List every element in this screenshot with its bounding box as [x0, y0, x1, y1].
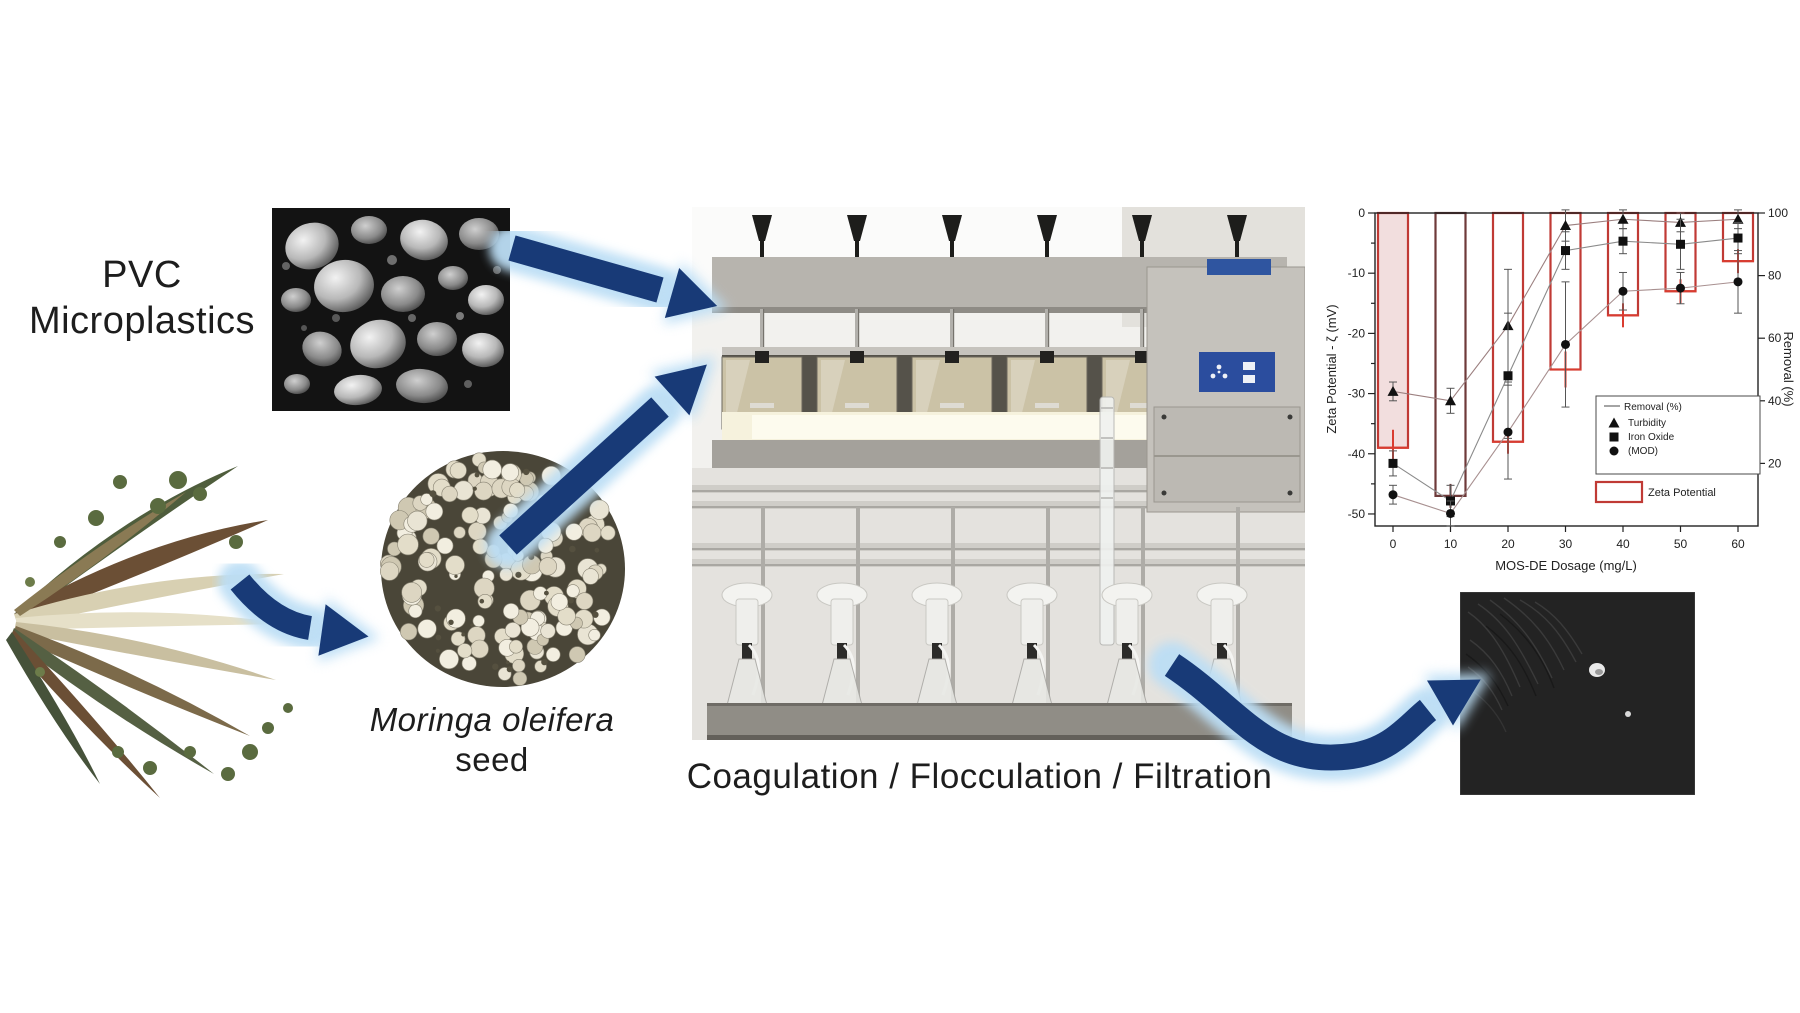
control-panel: [1199, 352, 1275, 392]
moringa-pods-image: [6, 466, 293, 798]
svg-text:-10: -10: [1348, 266, 1366, 280]
pvc-label-line1: PVC: [102, 254, 182, 296]
chart-canvas: 0 -10 -20 -30 -40 -50 100 80 60 40 20 0 10 20 30 40 50 60…: [1324, 206, 1796, 573]
jar-test-photo: [692, 207, 1305, 740]
svg-text:Iron Oxide: Iron Oxide: [1628, 432, 1675, 443]
retained-particles: [1589, 663, 1631, 717]
svg-text:0: 0: [1390, 537, 1397, 551]
svg-text:80: 80: [1768, 269, 1782, 283]
axis-ticks: 0 -10 -20 -30 -40 -50 100 80 60 40 20 0 10 20 30 40 50 60: [1348, 206, 1789, 551]
filtered-membrane-sem-image: [1460, 592, 1695, 795]
pvc-microplastics-label: PVC Microplastics: [8, 252, 276, 345]
moringa-label-line1: Moringa oleifera: [369, 701, 615, 738]
svg-text:Turbidity: Turbidity: [1628, 418, 1666, 429]
panel-icons: [1210, 362, 1255, 383]
svg-text:-30: -30: [1348, 387, 1366, 401]
svg-text:Zeta Potential: Zeta Potential: [1648, 487, 1716, 499]
stirrer-knobs: [752, 215, 1247, 257]
microplastic-particles: [281, 216, 504, 406]
pvc-sem-image: [272, 208, 510, 411]
svg-text:30: 30: [1559, 537, 1573, 551]
svg-text:60: 60: [1768, 331, 1782, 345]
svg-text:MOS-DE Dosage (mg/L): MOS-DE Dosage (mg/L): [1495, 558, 1637, 573]
svg-text:40: 40: [1616, 537, 1630, 551]
dried-pods: [6, 466, 288, 798]
svg-text:Removal (%): Removal (%): [1624, 402, 1682, 413]
svg-text:20: 20: [1768, 456, 1782, 470]
svg-text:40: 40: [1768, 394, 1782, 408]
graduated-cylinder: [1099, 396, 1115, 646]
moringa-seeds-image: [379, 451, 625, 687]
svg-text:0: 0: [1358, 206, 1365, 220]
svg-text:60: 60: [1731, 537, 1745, 551]
moringa-seed-label: Moringa oleifera seed: [318, 700, 666, 781]
zeta-removal-chart: 0 -10 -20 -30 -40 -50 100 80 60 40 20 0 10 20 30 40 50 60…: [1320, 168, 1796, 598]
svg-text:Removal (%): Removal (%): [1781, 331, 1795, 406]
pvc-label-line2: Microplastics: [28, 300, 256, 343]
wall-slats: [692, 485, 1305, 567]
svg-text:(MOD): (MOD): [1628, 446, 1658, 457]
axis-titles: Zeta Potential - ζ (mV) Removal (%) MOS-DE…: [1324, 304, 1796, 573]
svg-text:-50: -50: [1348, 507, 1366, 521]
svg-text:20: 20: [1501, 537, 1515, 551]
process-caption: Coagulation / Flocculation / Filtration: [686, 757, 1273, 796]
series--mod-: [1388, 250, 1743, 527]
svg-text:100: 100: [1768, 206, 1788, 220]
svg-text:50: 50: [1674, 537, 1688, 551]
moringa-label-line2: seed: [455, 741, 529, 779]
svg-text:-40: -40: [1348, 447, 1366, 461]
leaf-clusters: [25, 471, 293, 781]
svg-text:10: 10: [1444, 537, 1458, 551]
svg-text:Zeta Potential - ζ (mV): Zeta Potential - ζ (mV): [1324, 304, 1339, 433]
control-unit: [1146, 259, 1305, 513]
svg-text:-20: -20: [1348, 326, 1366, 340]
